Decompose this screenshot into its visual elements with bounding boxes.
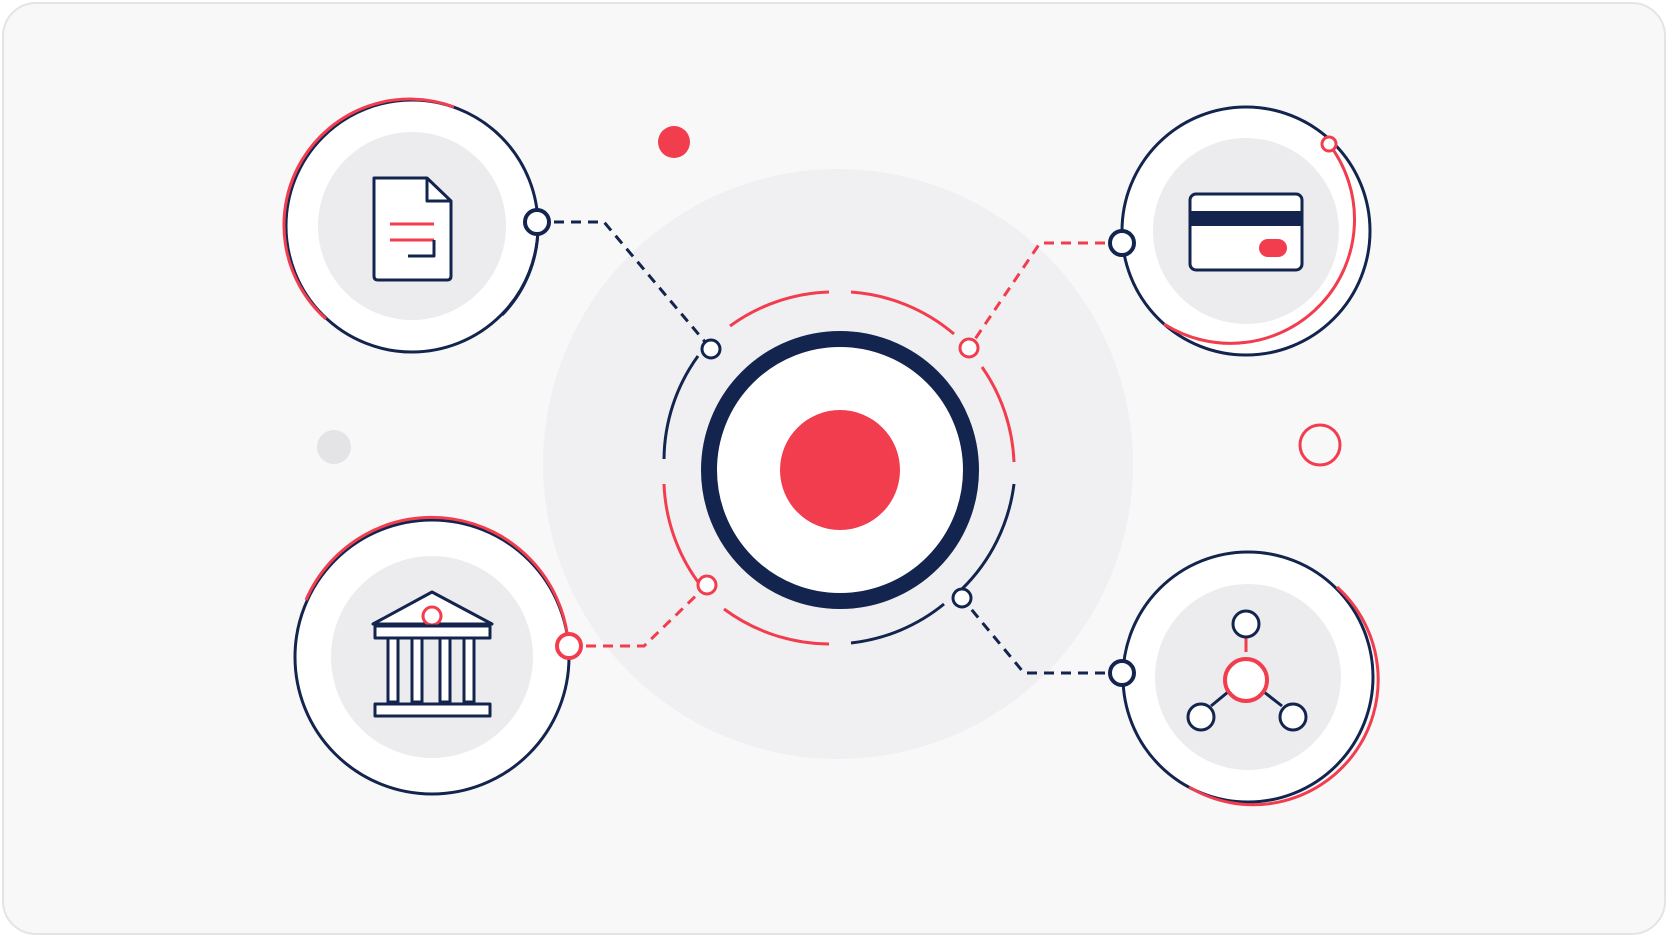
target-icon [780,410,900,530]
node-port-document [523,208,551,236]
hub-diagram [282,97,1380,807]
hub-port-document [700,338,722,360]
decor-red-ring [1298,423,1342,467]
hub-port-card [958,337,980,359]
bank-icon [371,590,494,718]
hub [701,331,979,609]
node-port-bank [555,632,583,660]
node-marker-card [1320,135,1338,153]
node-port-card [1108,229,1136,257]
hub-port-bank [696,574,718,596]
node-card [1108,105,1372,357]
decor-gray-dot [317,430,351,464]
node-document [282,97,551,354]
node-network [1108,550,1380,807]
node-bank [293,515,583,796]
credit-card-icon [1188,192,1304,272]
decor-red-dot [658,126,690,158]
hub-orbit [662,290,1016,646]
connector-network [960,597,1122,675]
network-icon [1186,609,1308,732]
hub-port-network [951,587,973,609]
node-port-network [1108,659,1136,687]
document-icon [372,176,453,282]
connector-bank [569,583,709,648]
connector-document [537,220,713,350]
